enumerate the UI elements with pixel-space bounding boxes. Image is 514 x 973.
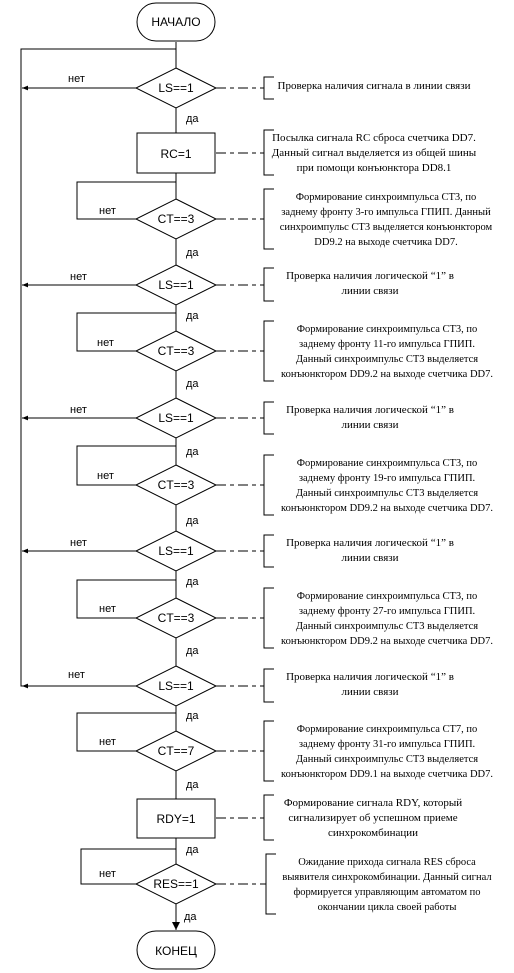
decision-ct-1 <box>134 198 218 240</box>
yes-label-7: да <box>186 576 199 588</box>
yes-label-12: да <box>184 911 197 923</box>
start-label: НАЧАЛО <box>151 15 200 29</box>
decision-ct-4 <box>134 597 218 639</box>
process-label-rdy: RDY=1 <box>156 812 195 826</box>
no-label-3: нет <box>70 271 87 283</box>
comment-ct-5: Формирование синхроимпульса CT7, по задн… <box>281 724 493 780</box>
yes-label-6: да <box>186 515 199 527</box>
decision-ls-4 <box>134 530 218 572</box>
comment-rc: Посылка сигнала RC сброса счетчика DD7. … <box>271 132 477 174</box>
loop-ct-1 <box>76 181 176 220</box>
comment-ls-1: Проверка наличия сигнала в линии связи <box>277 80 471 92</box>
decision-label-ls-4: LS==1 <box>158 544 194 558</box>
comment-ls-4: Проверка наличия логической “1” в линии … <box>286 537 454 564</box>
comment-ct-2: Формирование синхроимпульса CT3, по задн… <box>281 324 493 380</box>
no-label-8: нет <box>99 603 116 615</box>
yes-label-11: да <box>186 844 199 856</box>
yes-label-9: да <box>186 710 199 722</box>
decision-res <box>134 863 218 905</box>
comment-ls-2: Проверка наличия логической “1” в линии … <box>286 270 454 297</box>
no-label-11: нет <box>99 868 116 880</box>
no-label-6: нет <box>97 470 114 482</box>
start-terminator <box>136 2 216 42</box>
decision-label-ls-2: LS==1 <box>158 278 194 292</box>
decision-ls-2 <box>134 264 218 306</box>
process-label-rc: RC=1 <box>160 147 191 161</box>
yes-label-2: да <box>186 247 199 259</box>
comment-ct-1: Формирование синхроимпульса CT3, по задн… <box>279 192 493 248</box>
decision-label-ct-3: CT==3 <box>158 478 195 492</box>
decision-ct-3 <box>134 464 218 506</box>
comment-connectors <box>216 87 266 885</box>
no-label-1: нет <box>68 73 85 85</box>
comment-brackets <box>263 76 276 915</box>
yes-label-1: да <box>186 113 199 125</box>
decision-label-ct-1: CT==3 <box>158 212 195 226</box>
yes-label-8: да <box>186 645 199 657</box>
no-label-10: нет <box>99 736 116 748</box>
decision-label-ls-1: LS==1 <box>158 81 194 95</box>
comment-ls-5: Проверка наличия логической “1” в линии … <box>286 671 454 698</box>
loop-res <box>80 848 176 885</box>
no-label-7: нет <box>70 537 87 549</box>
yes-label-10: да <box>186 779 199 791</box>
end-label: КОНЕЦ <box>155 944 197 958</box>
no-label-5: нет <box>70 404 87 416</box>
no-label-9: нет <box>68 669 85 681</box>
no-label-2: нет <box>99 205 116 217</box>
decision-ls-3 <box>134 397 218 439</box>
process-block-rc <box>136 132 216 174</box>
decision-label-ct-2: CT==3 <box>158 344 195 358</box>
decision-ls-5 <box>134 665 218 707</box>
loop-ct-3 <box>76 445 176 486</box>
yes-label-3: да <box>186 310 199 322</box>
process-block-rdy <box>136 798 216 839</box>
decision-label-ls-5: LS==1 <box>158 679 194 693</box>
comment-ct-4: Формирование синхроимпульса CT3, по задн… <box>281 591 493 647</box>
decision-label-ct-4: CT==3 <box>158 611 195 625</box>
decision-label-res: RES==1 <box>153 877 199 891</box>
decision-ct-2 <box>134 330 218 372</box>
end-arrowhead <box>172 922 180 930</box>
yes-label-4: да <box>186 378 199 390</box>
comment-res: Ожидание прихода сигнала RES сброса выяв… <box>282 857 492 913</box>
decision-label-ct-5: CT==7 <box>158 744 195 758</box>
no-label-4: нет <box>97 337 114 349</box>
decision-label-ls-3: LS==1 <box>158 411 194 425</box>
yes-label-5: да <box>186 446 199 458</box>
loop-ct-2 <box>76 312 176 352</box>
end-terminator <box>136 930 216 970</box>
loop-ct-5 <box>76 712 176 752</box>
decision-ct-5 <box>134 730 218 772</box>
comment-ct-3: Формирование синхроимпульса CT3, по задн… <box>281 458 493 514</box>
comment-rdy: Формирование сигнала RDY, который сигнал… <box>283 797 463 839</box>
comment-ls-3: Проверка наличия логической “1” в линии … <box>286 404 454 431</box>
loop-ct-4 <box>76 579 176 619</box>
decision-ls-1 <box>134 67 218 109</box>
